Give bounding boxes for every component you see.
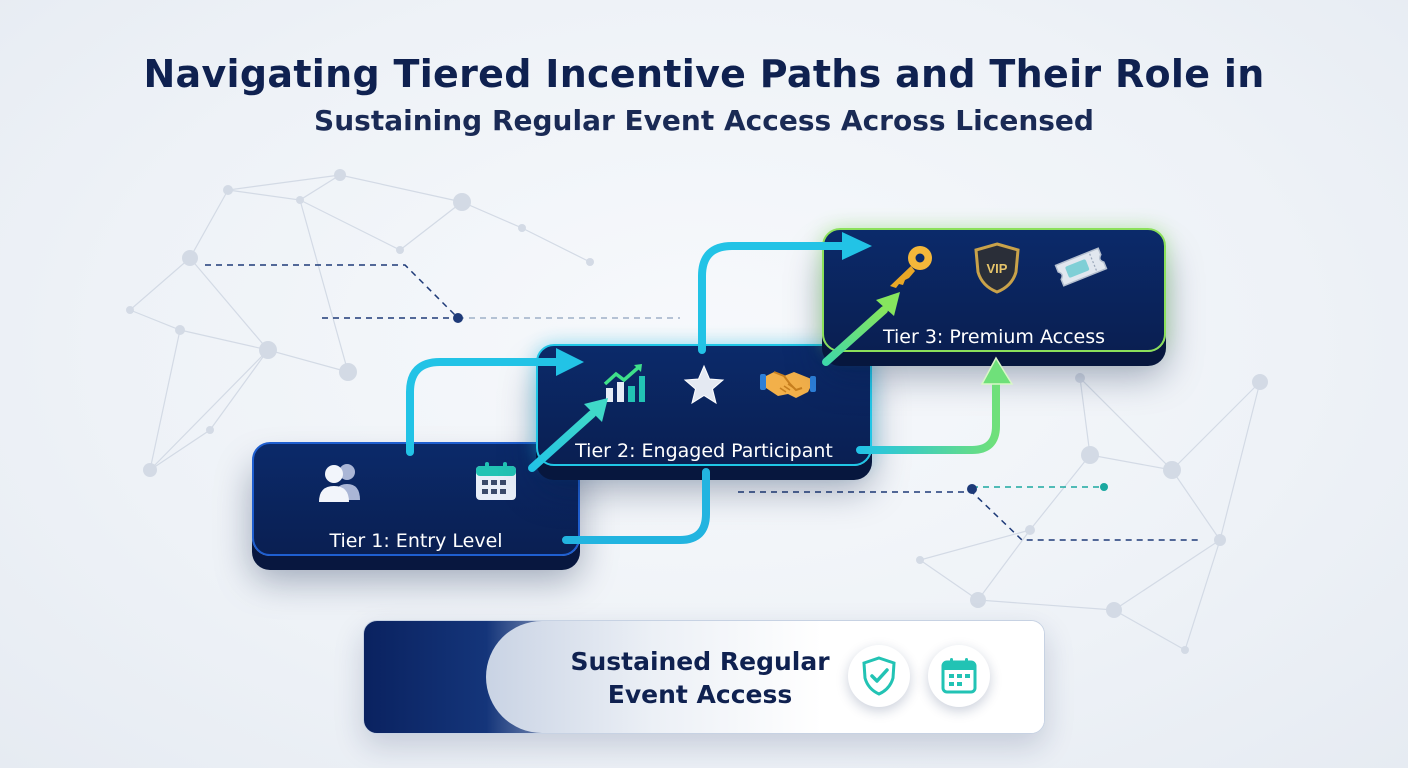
- vip-text: VIP: [987, 261, 1008, 276]
- users-icon: [319, 464, 360, 502]
- tier-3-card: VIP Tier 3: Premium Access: [822, 228, 1166, 352]
- calendar-icon: [941, 658, 977, 694]
- tier-1-card: Tier 1: Entry Level: [252, 442, 580, 556]
- arrow-diagonal-tier1: [528, 410, 596, 472]
- arrow-tier1-to-tier2: [406, 358, 564, 456]
- star-icon: [683, 364, 725, 405]
- arrow-tier2-right-path: [856, 376, 1000, 454]
- calendar-badge: [928, 645, 990, 707]
- vip-shield-icon: VIP: [974, 242, 1020, 294]
- tier-3-label: Tier 3: Premium Access: [883, 326, 1105, 348]
- arrow-tier1-bottom-path: [562, 468, 710, 544]
- tier-2-label: Tier 2: Engaged Participant: [575, 440, 833, 462]
- arrow-diagonal-tier2: [822, 306, 888, 366]
- shield-check-icon: [862, 656, 896, 696]
- outcome-banner: Sustained Regular Event Access: [363, 620, 1045, 734]
- handshake-icon: [760, 371, 816, 398]
- tier-1-label: Tier 1: Entry Level: [329, 530, 503, 552]
- key-icon: [890, 246, 932, 288]
- outcome-label: Sustained Regular Event Access: [570, 647, 830, 709]
- calendar-icon: [476, 462, 516, 500]
- arrow-tier2-to-tier3: [698, 242, 850, 354]
- growth-chart-icon: [603, 364, 645, 402]
- ticket-icon: [1054, 247, 1108, 287]
- page-title: Navigating Tiered Incentive Paths and Th…: [143, 52, 1265, 96]
- page-subtitle: Sustaining Regular Event Access Across L…: [314, 104, 1094, 137]
- shield-check-badge: [848, 645, 910, 707]
